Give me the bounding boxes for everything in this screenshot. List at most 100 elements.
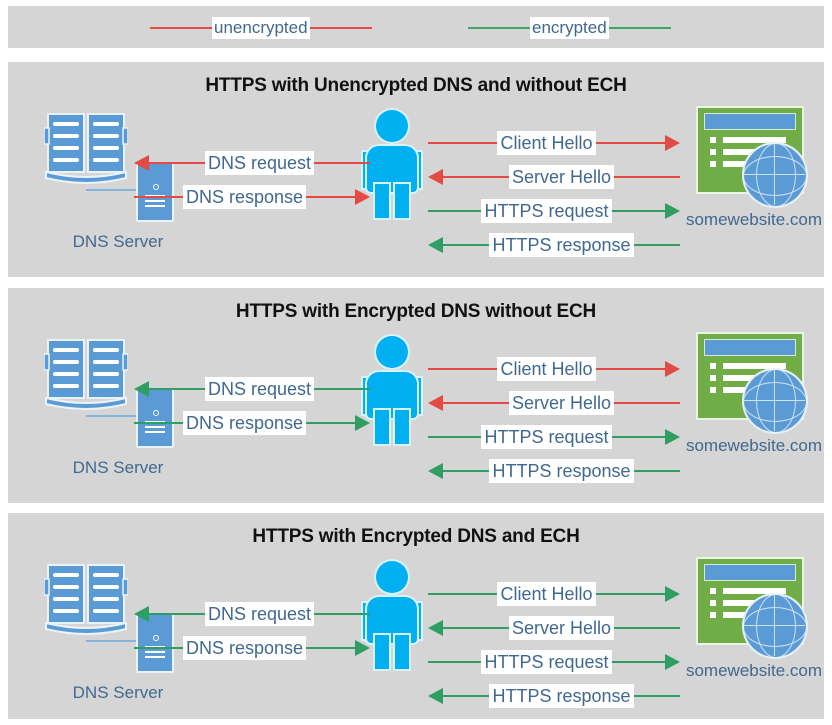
flow-label: HTTPS request <box>481 199 612 223</box>
flow-label: HTTPS response <box>489 684 634 708</box>
legend-line-unencrypted-right <box>309 27 372 29</box>
website-graphic-1: somewebsite.com <box>670 106 832 240</box>
browser-title-bar <box>704 564 796 581</box>
flow-label: DNS request <box>204 377 315 401</box>
dns-connector-line <box>86 415 138 417</box>
flow-client-hello-2: Client Hello <box>428 356 681 382</box>
flow-dns-response-3: DNS response <box>134 635 370 661</box>
flow-label: HTTPS response <box>489 233 634 257</box>
person-legs <box>375 635 409 669</box>
flow-server-hello-3: Server Hello <box>428 615 681 641</box>
panel-title-2: HTTPS with Encrypted DNS without ECH <box>235 301 597 322</box>
user-person-icon-1 <box>361 110 423 220</box>
website-graphic-2: somewebsite.com <box>670 332 832 466</box>
flow-label: DNS request <box>204 602 315 626</box>
scenario-panel-2: HTTPS with Encrypted DNS without ECH <box>8 288 824 503</box>
arrowhead-right-icon <box>665 586 681 602</box>
server-rack-icon <box>136 388 174 448</box>
flow-label: HTTPS response <box>489 459 634 483</box>
arrowhead-left-icon <box>428 237 443 253</box>
directory-book-icon <box>43 110 129 186</box>
flow-label: Client Hello <box>497 357 596 381</box>
website-label-3: somewebsite.com <box>685 661 823 680</box>
person-head <box>376 110 408 142</box>
arrowhead-right-icon <box>355 640 370 656</box>
flow-server-hello-2: Server Hello <box>428 390 681 416</box>
server-indicator-dot <box>153 635 159 641</box>
dns-server-label-2: DNS Server <box>72 458 164 477</box>
panel-title-1: HTTPS with Unencrypted DNS and without E… <box>205 75 627 96</box>
legend-panel: unencrypted encrypted <box>8 6 824 48</box>
flow-label: DNS response <box>182 411 307 435</box>
arrowhead-left-icon <box>428 169 443 185</box>
person-legs <box>375 410 409 444</box>
dns-server-label-3: DNS Server <box>72 683 164 702</box>
arrowhead-left-icon <box>428 620 443 636</box>
arrowhead-left-icon <box>428 463 443 479</box>
globe-icon <box>744 595 806 657</box>
flow-label: Server Hello <box>508 165 615 189</box>
arrowhead-right-icon <box>665 203 681 219</box>
browser-title-bar <box>704 339 796 356</box>
dns-server-graphic-1: DNS Server <box>30 110 190 251</box>
server-rack-icon <box>136 613 174 673</box>
flow-dns-response-1: DNS response <box>134 184 370 210</box>
arrowhead-right-icon <box>665 361 681 377</box>
panel-title-3: HTTPS with Encrypted DNS and ECH <box>252 526 580 547</box>
arrowhead-left-icon <box>134 606 149 622</box>
legend-item-encrypted: encrypted <box>468 17 671 39</box>
user-person-icon-3 <box>361 561 423 671</box>
person-legs <box>375 184 409 218</box>
scenario-panel-1: HTTPS with Unencrypted DNS and without E… <box>8 62 824 277</box>
arrowhead-left-icon <box>134 155 149 171</box>
dns-server-graphic-2: DNS Server <box>30 336 190 477</box>
server-indicator-dot <box>153 410 159 416</box>
server-indicator-dot <box>153 184 159 190</box>
flow-https-response-2: HTTPS response <box>428 458 680 484</box>
arrowhead-left-icon <box>428 688 443 704</box>
flow-label: HTTPS request <box>481 650 612 674</box>
arrowhead-right-icon <box>355 189 370 205</box>
dns-connector-line <box>86 189 138 191</box>
flow-https-response-1: HTTPS response <box>428 232 680 258</box>
flow-https-response-3: HTTPS response <box>428 683 680 709</box>
flow-dns-request-1: DNS request <box>134 150 371 176</box>
dns-server-graphic-3: DNS Server <box>30 561 190 702</box>
person-head <box>376 561 408 593</box>
flow-https-request-3: HTTPS request <box>428 649 681 675</box>
legend-label-encrypted: encrypted <box>530 17 609 39</box>
dns-server-label-1: DNS Server <box>72 232 164 251</box>
arrowhead-left-icon <box>428 395 443 411</box>
flow-label: DNS response <box>182 636 307 660</box>
dns-connector-line <box>86 640 138 642</box>
flow-label: Client Hello <box>497 131 596 155</box>
legend-label-unencrypted: unencrypted <box>212 17 310 39</box>
flow-dns-request-3: DNS request <box>134 601 371 627</box>
legend-line-encrypted-right <box>608 27 671 29</box>
flow-label: Server Hello <box>508 616 615 640</box>
flow-label: DNS request <box>204 151 315 175</box>
arrowhead-right-icon <box>665 429 681 445</box>
flow-label: Server Hello <box>508 391 615 415</box>
arrowhead-right-icon <box>355 415 370 431</box>
directory-book-icon <box>43 336 129 412</box>
website-label-2: somewebsite.com <box>685 436 823 455</box>
flow-https-request-2: HTTPS request <box>428 424 681 450</box>
globe-icon <box>744 370 806 432</box>
directory-book-icon <box>43 561 129 637</box>
legend-line-encrypted-left <box>468 27 530 29</box>
globe-icon <box>744 144 806 206</box>
flow-dns-request-2: DNS request <box>134 376 371 402</box>
legend-item-unencrypted: unencrypted <box>150 17 372 39</box>
arrowhead-right-icon <box>665 654 681 670</box>
flow-client-hello-1: Client Hello <box>428 130 681 156</box>
flow-label: DNS response <box>182 185 307 209</box>
website-graphic-3: somewebsite.com <box>670 557 832 691</box>
scenario-panel-3: HTTPS with Encrypted DNS and ECH <box>8 513 824 719</box>
flow-https-request-1: HTTPS request <box>428 198 681 224</box>
legend-line-unencrypted-left <box>150 27 212 29</box>
flow-label: HTTPS request <box>481 425 612 449</box>
website-label-1: somewebsite.com <box>685 210 823 229</box>
flow-label: Client Hello <box>497 582 596 606</box>
